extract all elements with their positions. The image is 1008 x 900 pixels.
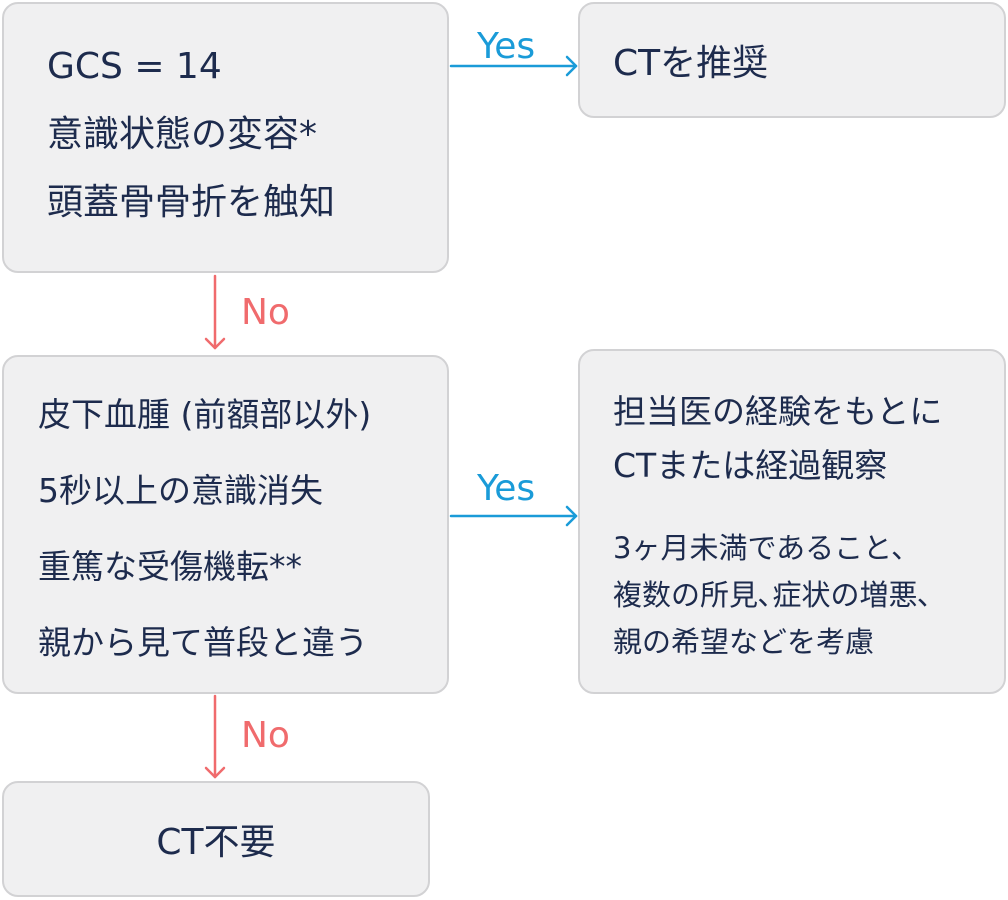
- note-line-3: 親の希望などを考慮: [613, 625, 875, 659]
- criteria-high-risk-box: GCS = 14 意識状態の変容* 頭蓋骨骨折を触知: [2, 2, 449, 273]
- criteria-intermediate-risk-box: 皮下血腫 (前額部以外) 5秒以上の意識消失 重篤な受傷機転** 親から見て普段…: [2, 355, 449, 694]
- criteria-loss-of-consciousness: 5秒以上の意識消失: [38, 471, 323, 510]
- edge-label-no: No: [241, 292, 290, 333]
- recommend-ct-box: CTを推奨: [578, 2, 1006, 118]
- ct-or-observation-main: 担当医の経験をもとに CTまたは経過観察: [613, 385, 1004, 493]
- recommend-ct-text: CTを推奨: [613, 43, 769, 84]
- note-line-1: 3ヶ月未満であること、: [613, 531, 921, 565]
- no-ct-text: CT不要: [156, 822, 276, 863]
- arrow-yes-mid-to-consider: [449, 505, 578, 527]
- ct-or-observation-line-1: 担当医の経験をもとに: [613, 392, 943, 431]
- edge-label-yes: Yes: [477, 468, 536, 509]
- criteria-altered-consciousness: 意識状態の変容*: [47, 114, 318, 155]
- criteria-severe-mechanism: 重篤な受傷機転**: [38, 547, 302, 586]
- arrow-no-high-to-mid: [204, 274, 226, 350]
- ct-or-observation-note: 3ヶ月未満であること、 複数の所見､症状の増悪､ 親の希望などを考慮: [613, 525, 1004, 666]
- edge-label-no: No: [241, 715, 290, 756]
- note-line-2: 複数の所見､症状の増悪､: [613, 578, 933, 612]
- ct-or-observation-line-2: CTまたは経過観察: [613, 446, 888, 485]
- criteria-parent-concern: 親から見て普段と違う: [38, 623, 368, 662]
- criteria-hematoma: 皮下血腫 (前額部以外): [38, 395, 372, 434]
- no-ct-box: CT不要: [2, 781, 430, 897]
- criteria-skull-fracture: 頭蓋骨骨折を触知: [47, 182, 336, 223]
- ct-or-observation-box: 担当医の経験をもとに CTまたは経過観察 3ヶ月未満であること、 複数の所見､症…: [578, 349, 1006, 694]
- arrow-no-mid-to-no-ct: [204, 694, 226, 779]
- criteria-gcs: GCS = 14: [47, 46, 222, 87]
- edge-label-yes: Yes: [477, 26, 536, 67]
